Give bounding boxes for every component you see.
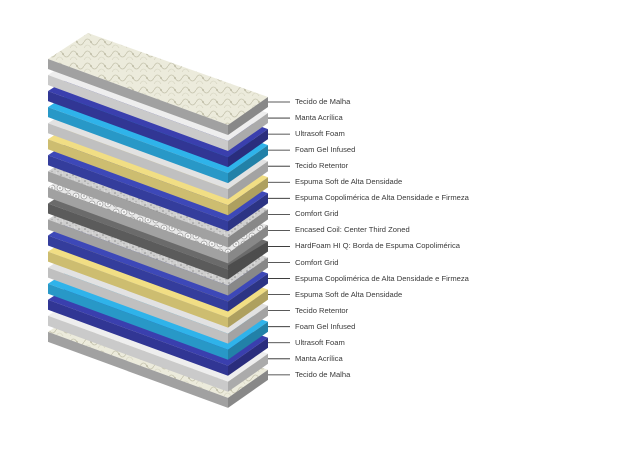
layer-front-face bbox=[228, 193, 268, 232]
layer-left-face bbox=[48, 107, 228, 184]
layer-front-face bbox=[228, 161, 268, 200]
layer-front-face bbox=[228, 113, 268, 152]
layer-front-face bbox=[228, 305, 268, 344]
layer-front-face bbox=[228, 369, 268, 408]
layer-left-face bbox=[48, 139, 228, 216]
layer-left-face bbox=[48, 315, 228, 392]
layer-left-face bbox=[48, 283, 228, 360]
layer-front-face bbox=[228, 97, 268, 135]
layer-left-face bbox=[48, 59, 228, 135]
layer-left-face bbox=[48, 123, 228, 200]
foam-border-strip bbox=[228, 241, 268, 270]
layer-front-face bbox=[228, 321, 268, 360]
layer-left-face bbox=[48, 155, 228, 232]
layer-left-face bbox=[48, 203, 228, 280]
layer-left-face bbox=[48, 251, 228, 328]
layer-front-face bbox=[228, 177, 268, 216]
layer-front-face bbox=[228, 225, 268, 264]
layer-left-face bbox=[48, 187, 228, 264]
layer-left-face bbox=[48, 299, 228, 376]
layer-front-face bbox=[228, 129, 268, 168]
layer-left-face bbox=[48, 171, 228, 248]
layer-left-face bbox=[48, 331, 228, 408]
layer-1 bbox=[48, 33, 268, 135]
layer-left-face bbox=[48, 75, 228, 152]
layer-front-face bbox=[228, 337, 268, 376]
layer-left-face bbox=[48, 219, 228, 296]
layer-front-face bbox=[228, 289, 268, 328]
layer-left-face bbox=[48, 91, 228, 168]
leader-lines bbox=[268, 101, 290, 376]
layer-front-face bbox=[228, 273, 268, 312]
layer-front-face bbox=[228, 353, 268, 392]
layer-left-face bbox=[48, 235, 228, 312]
layer-front-face bbox=[228, 209, 268, 248]
layer-front-face bbox=[228, 145, 268, 184]
layer-front-face bbox=[228, 257, 268, 296]
layers-group bbox=[48, 33, 268, 408]
layer-top-face bbox=[48, 33, 268, 125]
layer-left-face bbox=[48, 267, 228, 344]
